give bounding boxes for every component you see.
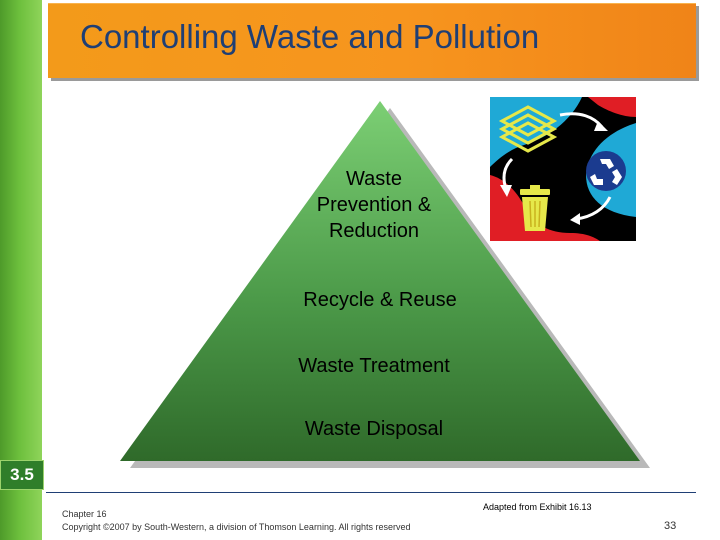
pyramid-body bbox=[120, 101, 640, 461]
left-accent-strip bbox=[0, 0, 42, 540]
footer-credits: Chapter 16 Copyright ©2007 by South-West… bbox=[62, 508, 410, 534]
pyramid-tier-treatment: Waste Treatment bbox=[298, 355, 450, 377]
footer-divider bbox=[46, 492, 696, 493]
pyramid-tier-prevention: Waste Prevention & Reduction bbox=[316, 168, 432, 242]
recycling-art bbox=[490, 97, 636, 241]
page-number: 33 bbox=[664, 520, 677, 532]
pyramid-tier-disposal: Waste Disposal bbox=[304, 418, 444, 440]
slide-title: Controlling Waste and Pollution bbox=[80, 18, 540, 55]
source-note: Adapted from Exhibit 16.13 bbox=[483, 502, 592, 512]
pyramid-tier-recycle: Recycle & Reuse bbox=[303, 289, 457, 311]
footer-chapter: Chapter 16 bbox=[62, 509, 107, 519]
footer-copyright: Copyright ©2007 by South-Western, a divi… bbox=[62, 522, 411, 532]
section-badge: 3.5 bbox=[0, 460, 44, 490]
title-bar bbox=[48, 3, 696, 78]
